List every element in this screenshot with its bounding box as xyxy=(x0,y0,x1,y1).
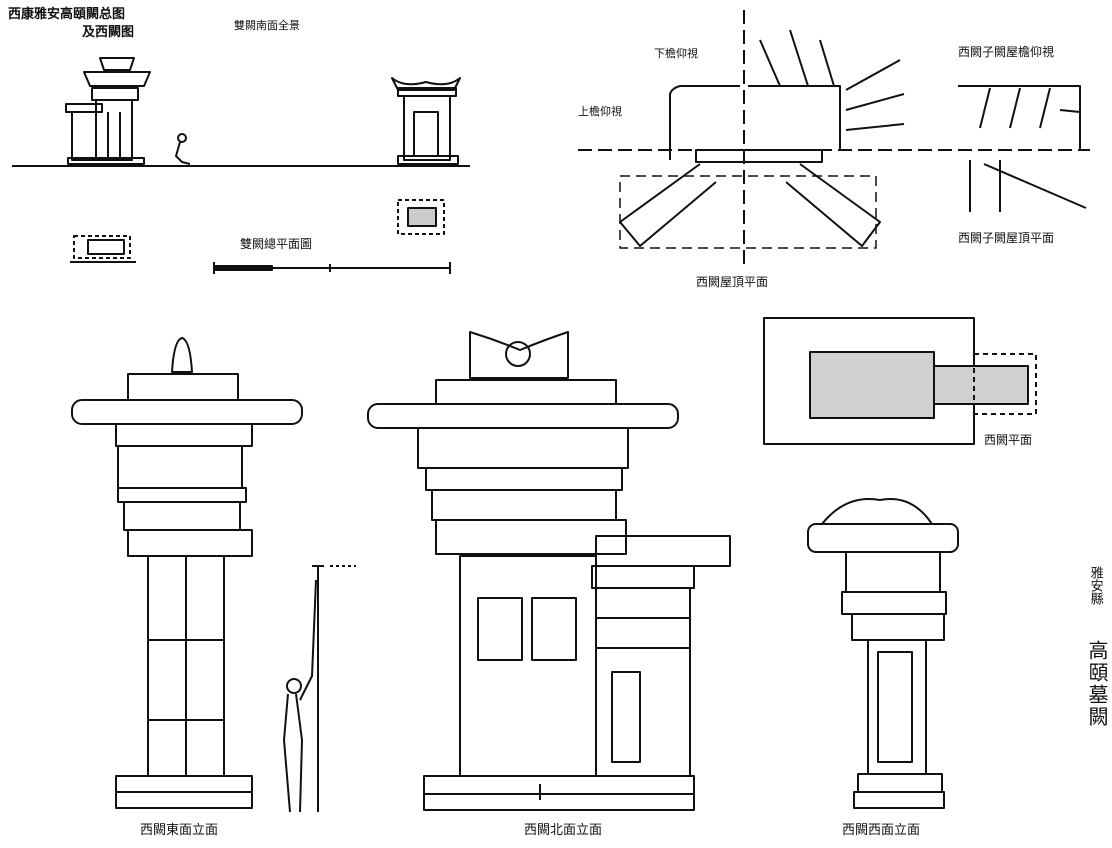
floor-plan-label: 西闕平面 xyxy=(984,433,1033,447)
west-elevation-drawing xyxy=(807,498,959,809)
sub-eave-label: 西闕子闕屋檐仰視 xyxy=(958,45,1055,59)
sheet-subtitle: 及西闕图 xyxy=(82,25,135,40)
upper-eave-label: 上檐仰視 xyxy=(578,105,622,118)
side-title-small: 雅安縣 xyxy=(1087,566,1103,605)
west-elevation-label: 西闕西面立面 xyxy=(842,823,921,838)
overall-elevation-label: 雙闕南面全景 xyxy=(234,19,300,32)
east-elevation-label: 西闕東面立面 xyxy=(140,823,219,838)
overall-plan-drawing xyxy=(70,199,445,263)
sub-eave-drawing xyxy=(958,85,1087,212)
north-elevation-drawing xyxy=(367,331,731,811)
lower-eave-label: 下檐仰視 xyxy=(654,47,698,60)
roof-plan-drawing xyxy=(578,10,1090,270)
scale-bar xyxy=(213,262,451,274)
north-elevation-label: 西闕北面立面 xyxy=(524,823,603,838)
overall-plan-label: 雙闕總平面圖 xyxy=(240,237,313,251)
side-title-large: 高頤墓闕 xyxy=(1085,640,1109,728)
sub-roof-plan-label: 西闕子闕屋頂平面 xyxy=(958,231,1055,245)
floor-plan-drawing xyxy=(763,317,1037,445)
roof-plan-label: 西闕屋頂平面 xyxy=(696,275,769,289)
east-elevation-drawing xyxy=(71,337,356,813)
sheet-title: 西康雅安高頤闕总图 xyxy=(8,7,126,22)
overall-elevation-drawing xyxy=(12,57,470,167)
